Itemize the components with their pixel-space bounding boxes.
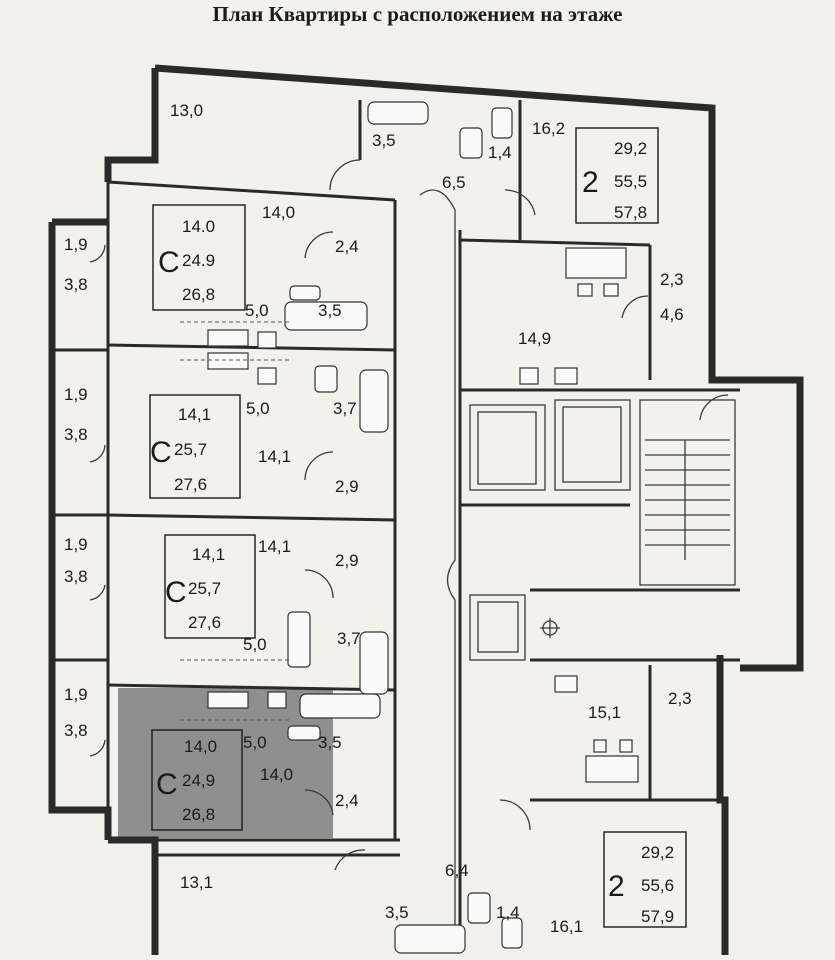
room-area: 2,9: [335, 551, 359, 570]
room-area: 3,7: [337, 629, 361, 648]
room-area: 1,9: [64, 235, 88, 254]
room-area: 2,3: [668, 689, 692, 708]
living-area: 14,1: [178, 405, 211, 424]
apt-type: 2: [582, 166, 599, 199]
room-area: 13,1: [180, 873, 213, 892]
kitchen-furniture: [207, 247, 639, 783]
room-area: 14,0: [260, 765, 293, 784]
total-area: 25,7: [188, 579, 221, 598]
room-area: 15,1: [588, 703, 621, 722]
room-area: 2,4: [335, 791, 359, 810]
apartment-boxes: [149, 127, 687, 928]
living-area: 29,2: [641, 843, 674, 862]
room-area: 3,8: [64, 275, 88, 294]
room-area: 3,5: [385, 903, 409, 922]
room-area: 16,2: [532, 119, 565, 138]
gross-area: 26,8: [182, 805, 215, 824]
room-area: 5,0: [246, 399, 270, 418]
total-area: 25,7: [174, 440, 207, 459]
total-area: 24,9: [182, 771, 215, 790]
living-area: 14,1: [192, 545, 225, 564]
room-area: 3,5: [372, 131, 396, 150]
apt-type: С: [165, 576, 187, 609]
total-area: 55,6: [641, 876, 674, 895]
room-area: 3,7: [333, 399, 357, 418]
apt-type: 2: [608, 870, 625, 903]
highlighted-apartment-area: [118, 688, 333, 838]
room-area: 1,9: [64, 685, 88, 704]
room-area: 5,0: [243, 635, 267, 654]
room-area: 14,0: [262, 203, 295, 222]
living-area: 14,0: [184, 737, 217, 756]
room-area: 3,8: [64, 567, 88, 586]
total-area: 55,5: [614, 172, 647, 191]
total-area: 24.9: [182, 251, 215, 270]
living-area: 14.0: [182, 217, 215, 236]
gross-area: 27,6: [188, 613, 221, 632]
room-area: 3,8: [64, 425, 88, 444]
room-area: 1,9: [64, 535, 88, 554]
room-area: 2,3: [660, 270, 684, 289]
room-area: 2,4: [335, 237, 359, 256]
room-area: 14,9: [518, 329, 551, 348]
room-area: 4,6: [660, 305, 684, 324]
elevators: [469, 399, 631, 661]
gross-area: 27,6: [174, 475, 207, 494]
living-area: 29,2: [614, 139, 647, 158]
room-area: 3,8: [64, 721, 88, 740]
room-area-labels: 13,0 3,5 1,4 16,2 6,5 14,0 2,4 5,0 3,5 1…: [64, 101, 692, 936]
page-title: План Квартиры с расположением на этаже: [212, 2, 623, 26]
apartment-summaries: 2 29,2 55,5 57,8 С 14.0 24.9 26,8 С 14,1…: [150, 139, 674, 926]
apt-type: С: [156, 768, 178, 801]
room-area: 2,9: [335, 477, 359, 496]
room-area: 1,9: [64, 385, 88, 404]
interior-walls: [52, 100, 740, 950]
room-area: 6,4: [445, 861, 469, 880]
room-area: 13,0: [170, 101, 203, 120]
gross-area: 57,8: [614, 203, 647, 222]
room-area: 14,1: [258, 537, 291, 556]
stairwell: [639, 399, 736, 586]
kitchen-zones: [180, 321, 290, 721]
room-area: 3,5: [318, 301, 342, 320]
gross-area: 57,9: [641, 907, 674, 926]
room-area: 5,0: [245, 301, 269, 320]
room-area: 16,1: [550, 917, 583, 936]
door-swings: [89, 159, 729, 871]
room-area: 14,1: [258, 447, 291, 466]
room-area: 1,4: [496, 903, 520, 922]
room-area: 6,5: [442, 173, 466, 192]
room-area: 1,4: [488, 143, 512, 162]
room-area: 5,0: [243, 733, 267, 752]
apt-type: С: [150, 436, 172, 469]
apt-type: С: [158, 246, 180, 279]
gross-area: 26,8: [182, 285, 215, 304]
corridor-line: [419, 189, 456, 930]
bathroom-fixtures: [284, 101, 523, 954]
room-area: 3,5: [318, 733, 342, 752]
